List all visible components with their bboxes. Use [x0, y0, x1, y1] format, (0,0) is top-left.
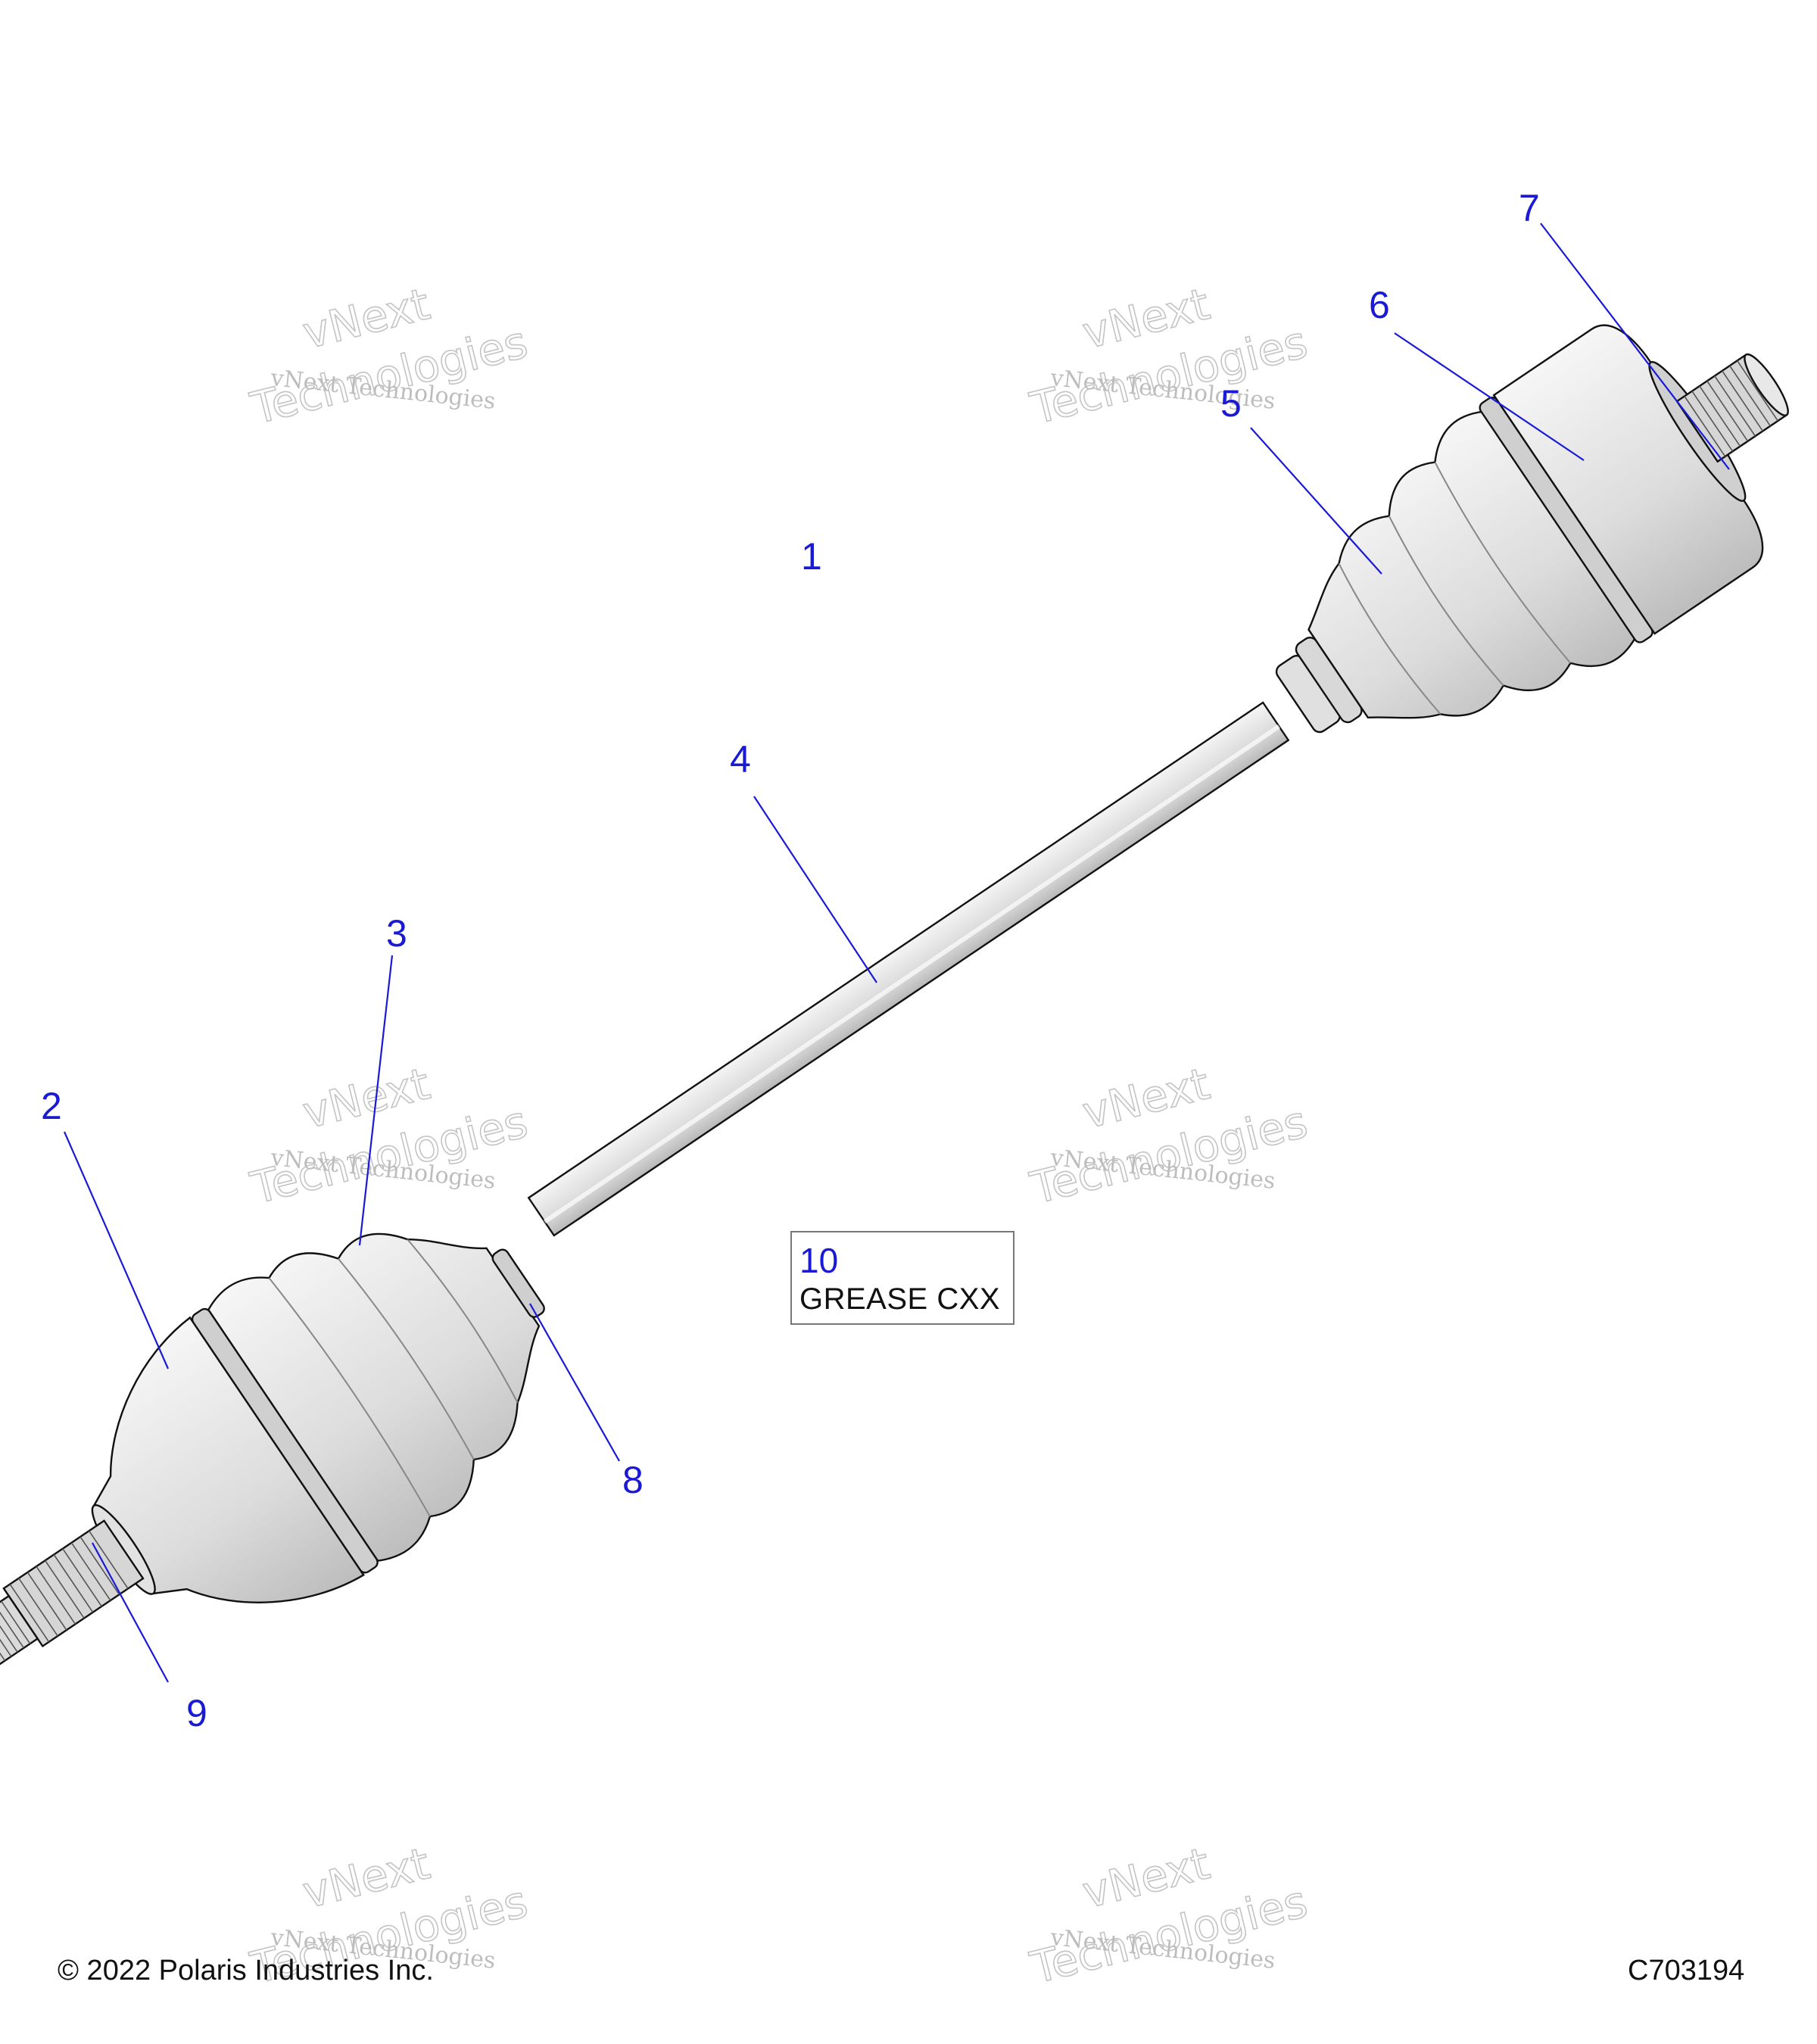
- figure-code: C703194: [1628, 1955, 1745, 1986]
- callout-7: 7: [1519, 187, 1540, 229]
- axle-shaft: [527, 701, 1290, 1237]
- callout-4: 4: [730, 738, 751, 781]
- watermark: vNext Technologies vNext Technologies: [245, 1837, 534, 1994]
- watermarks: vNext Technologies vNext Technologies vN…: [245, 277, 1314, 1994]
- outer-boot-clamp: [491, 1248, 545, 1318]
- copyright-text: © 2022 Polaris Industries Inc.: [58, 1955, 434, 1986]
- watermark: vNext Technologies vNext Technologies: [1025, 1057, 1314, 1214]
- callout-2: 2: [41, 1085, 62, 1127]
- leader-lines: [63, 223, 1730, 1683]
- watermark: vNext Technologies vNext Technologies: [245, 1057, 534, 1214]
- callouts: 1 2 3 4 5 6 7 8 9: [41, 187, 1540, 1734]
- callout-9: 9: [186, 1692, 207, 1734]
- callout-8: 8: [622, 1459, 644, 1501]
- callout-1: 1: [801, 535, 822, 578]
- grease-note-box: 10 GREASE CXX: [790, 1231, 1014, 1325]
- callout-3: 3: [386, 912, 407, 955]
- note-text: GREASE CXX: [799, 1282, 1001, 1316]
- outer-cv-joint: [0, 1232, 545, 1670]
- callout-5: 5: [1220, 382, 1242, 425]
- note-number: 10: [799, 1241, 839, 1280]
- inner-cv-joint: [1275, 324, 1789, 734]
- callout-6: 6: [1369, 284, 1390, 326]
- watermark: vNext Technologies vNext Technologies: [1025, 277, 1314, 435]
- axle-assembly: [0, 324, 1789, 1670]
- watermark: vNext Technologies vNext Technologies: [1025, 1837, 1314, 1994]
- watermark: vNext Technologies vNext Technologies: [245, 277, 534, 435]
